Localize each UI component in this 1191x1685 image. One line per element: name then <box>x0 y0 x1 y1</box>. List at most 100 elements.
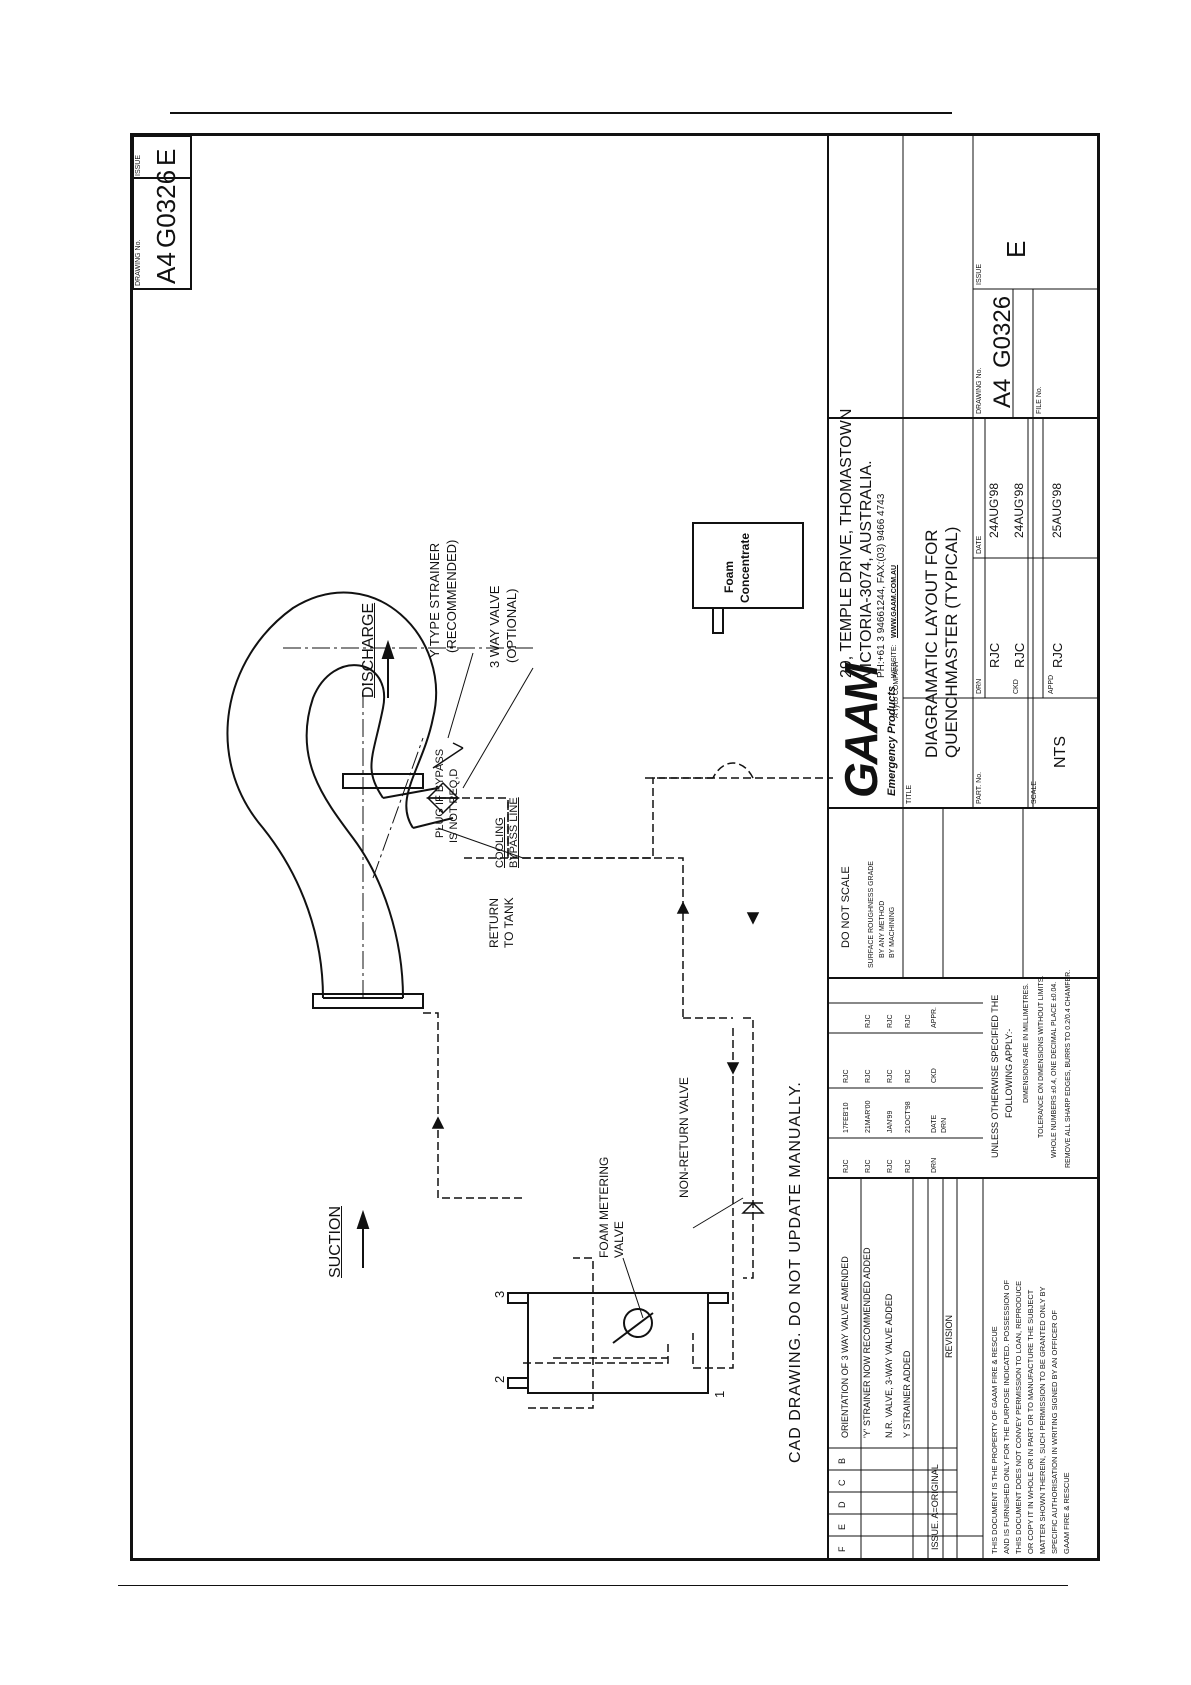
revision-date-c: JAN'99 <box>887 1110 894 1133</box>
revision-issue-d: D <box>837 1501 847 1509</box>
revision-issue-e: E <box>837 1523 847 1530</box>
revision-text-d: 'Y' STRAINER NOW RECOMMENDED ADDED <box>862 1247 872 1438</box>
file-no-caption: FILE No. <box>1036 386 1043 414</box>
revision-issue-f: F <box>837 1546 847 1553</box>
ckd-date: 24AUG'98 <box>1012 483 1026 538</box>
revision-date-d: 21MAR'00 <box>865 1100 872 1133</box>
revision-ckd-b: RJC <box>905 1069 912 1083</box>
company-address-2: VICTORIA-3074, AUSTRALIA. <box>858 460 875 678</box>
revision-drn-e: RJC <box>843 1159 850 1173</box>
drawing-canvas: DISCHARGE SUCTION Y TYPE STRAINER (RECOM… <box>133 136 1097 1558</box>
surface-grade: SURFACE ROUGHNESS GRADE <box>868 861 875 968</box>
drawing-number: G0326 <box>151 169 181 248</box>
drawing-no-caption: DRAWING No. <box>135 239 142 286</box>
following-apply: FOLLOWING APPLY:- <box>1004 1028 1014 1118</box>
drawing-title-line-1: DIAGRAMATIC LAYOUT FOR <box>922 529 941 758</box>
revision-drn-d: RJC <box>865 1159 872 1173</box>
revision-text-b: Y STRAINER ADDED <box>902 1350 912 1438</box>
drn-caption: DRN <box>976 678 983 694</box>
title-issue-caption: ISSUE <box>976 263 983 285</box>
plug-bypass-sub-label: IS NOT REQ,D <box>448 768 460 843</box>
revision-text-e: ORIENTATION OF 3 WAY VALVE AMENDED <box>840 1256 850 1438</box>
foam-concentrate-tank <box>692 522 804 634</box>
scale-caption: SCALE <box>1031 781 1038 804</box>
website-link[interactable]: WWW.GAAM.COM.AU <box>891 564 898 638</box>
top-rule <box>170 112 952 114</box>
title-drawing-number: G0326 <box>989 295 1016 368</box>
plug-bypass-label: PLUG IF BYPASS <box>434 748 446 838</box>
company-phone: PH:+61 3 94661244, FAX:(03) 9466 4743 <box>876 493 887 678</box>
drawing-sheet: DISCHARGE SUCTION Y TYPE STRAINER (RECOM… <box>130 133 1100 1561</box>
website-label: WEBSITE: <box>891 644 898 678</box>
revision-date-e: 17FEB'10 <box>843 1102 850 1133</box>
ckd-value: RJC <box>1012 642 1027 668</box>
appd-caption: APPD <box>1048 674 1055 694</box>
drawing-title-line-2: QUENCHMASTER (TYPICAL) <box>942 526 961 758</box>
part-no-caption: PART. No. <box>976 771 983 804</box>
port-3-label: 3 <box>492 1290 507 1298</box>
revision-text-c: N.R. VALVE, 3-WAY VALVE ADDED <box>884 1293 894 1438</box>
revision-footer-issue: ISSUE. A=ORIGINAL <box>930 1464 940 1550</box>
drawing-number-box <box>133 136 192 290</box>
whole-numbers-note: WHOLE NUMBERS ±0.4, ONE DECIMAL PLACE ±0… <box>1051 981 1058 1158</box>
dimensions-note: DIMENSIONS ARE IN MILLIMETRES. <box>1023 983 1030 1103</box>
cooling-bypass-label: BYPASS LINE <box>508 797 520 868</box>
revision-ckd-d: RJC <box>865 1069 872 1083</box>
sharp-edges-note: REMOVE ALL SHARP EDGES, BURRS TO 0.2/0.4… <box>1065 969 1072 1168</box>
foam-metering-label: FOAM METERING <box>597 1156 611 1258</box>
y-strainer-sub-label: (RECOMMENDED) <box>444 539 459 653</box>
surface-machining: BY MACHINING <box>889 906 896 958</box>
bottom-rule <box>118 1585 1068 1586</box>
foam-tank-sub-label: Concentrate <box>738 532 752 603</box>
foam-tank-label: Foam <box>722 560 736 593</box>
revision-drn-b: RJC <box>905 1159 912 1173</box>
title-drawing-no-caption: DRAWING No. <box>976 367 983 414</box>
three-way-valve-sub-label: (OPTIONAL) <box>504 588 519 663</box>
revision-issue-b: B <box>837 1457 847 1464</box>
revision-footer-date: DATE <box>931 1114 938 1133</box>
ckd-caption: CKD <box>1013 679 1020 694</box>
revision-drn-c: RJC <box>887 1159 894 1173</box>
drn-date: 24AUG'98 <box>987 483 1001 538</box>
return-to-tank-label: TO TANK <box>502 897 516 948</box>
revision-footer-date-drn: DRN <box>941 1117 948 1133</box>
appd-value: RJC <box>1050 642 1065 668</box>
drn-value: RJC <box>987 642 1002 668</box>
issue-caption: ISSUE <box>135 154 142 176</box>
y-strainer-label: Y TYPE STRAINER <box>427 542 442 658</box>
revision-footer-ckd: CKD <box>931 1068 938 1083</box>
cooling-label: COOLING <box>494 817 506 868</box>
pump-volute <box>226 591 454 1009</box>
scale-value: NTS <box>1052 736 1069 768</box>
title-drawing-size: A4 <box>989 378 1016 408</box>
discharge-label: DISCHARGE <box>360 602 377 698</box>
title-issue-letter: E <box>1001 240 1031 258</box>
foam-metering-sub-label: VALVE <box>612 1221 626 1258</box>
suction-label: SUCTION <box>327 1206 344 1278</box>
revision-ckd-e: RJC <box>843 1069 850 1083</box>
port-1-label: 1 <box>712 1390 727 1398</box>
revision-issue-c: C <box>837 1479 847 1487</box>
drawing-size: A4 <box>151 252 181 284</box>
return-label: RETURN <box>487 898 501 948</box>
property-notice: THIS DOCUMENT IS THE PROPERTY OF GAAM FI… <box>990 1279 1071 1554</box>
revision-footer-drn: DRN <box>931 1157 938 1173</box>
revision-footer-appr: APPR. <box>931 1006 938 1028</box>
revision-date-b: 21OCT'98 <box>905 1101 912 1133</box>
three-way-valve-label: 3 WAY VALVE <box>487 585 502 668</box>
appd-date: 25AUG'98 <box>1050 483 1064 538</box>
tolerance-note: TOLERANCE ON DIMENSIONS WITHOUT LIMITS. <box>1038 975 1045 1138</box>
revision-appr-b: RJC <box>905 1014 912 1028</box>
company-logo: GAAM <box>835 665 887 798</box>
date-caption: DATE <box>976 535 983 554</box>
issue-letter: E <box>151 148 181 166</box>
port-2-label: 2 <box>492 1375 507 1383</box>
revision-appr-d: RJC <box>865 1014 872 1028</box>
company-address-1: 29, TEMPLE DRIVE, THOMASTOWN <box>838 408 855 678</box>
cad-notice: CAD DRAWING. DO NOT UPDATE MANUALLY. <box>787 1081 804 1463</box>
revision-appr-c: RJC <box>887 1014 894 1028</box>
foam-metering-valve <box>507 1292 729 1394</box>
non-return-valve-label: NON-RETURN VALVE <box>677 1077 691 1198</box>
revision-footer-revision: REVISION <box>944 1314 954 1358</box>
title-caption: TITLE <box>906 784 913 804</box>
